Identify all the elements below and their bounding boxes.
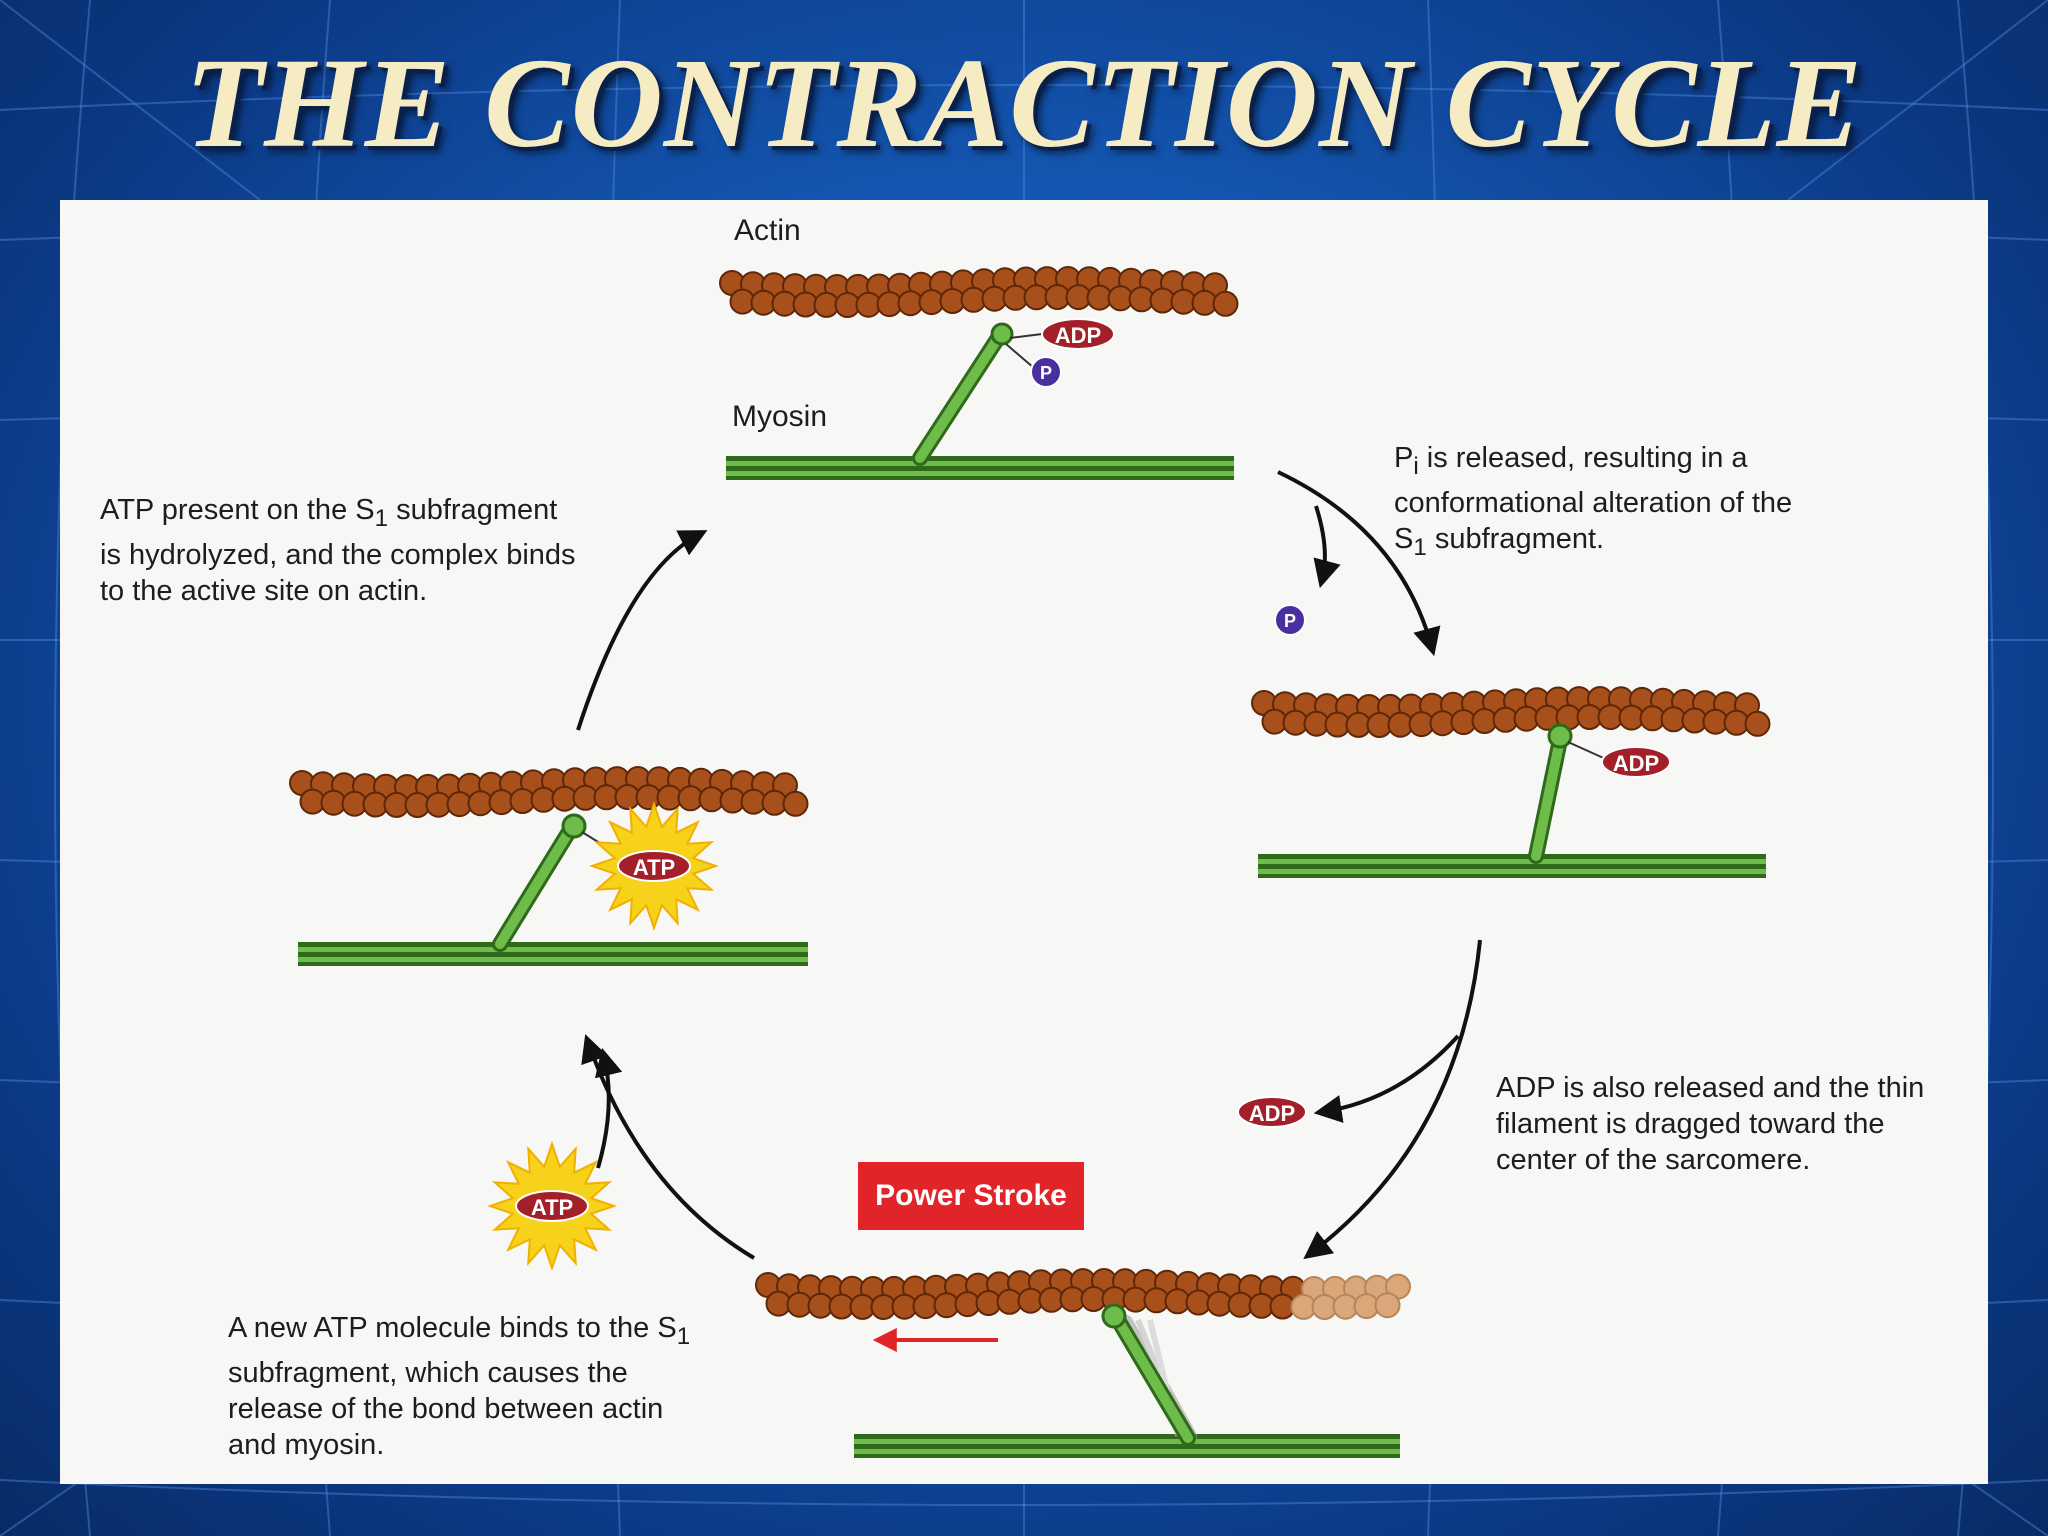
phosphate-circle: P: [1030, 356, 1062, 388]
myosin-label: Myosin: [732, 400, 828, 433]
stage-right: ADP: [1251, 686, 1771, 878]
diagram-panel: ADP P ADP: [60, 200, 1988, 1484]
actin-filament: [755, 1268, 1411, 1320]
released-adp: ADP: [1237, 1096, 1307, 1128]
contraction-cycle-diagram: ADP P ADP: [289, 266, 1771, 1458]
released-phosphate: P: [1274, 604, 1306, 636]
svg-text:ATP: ATP: [633, 855, 675, 880]
arrow-bottom-to-left: [581, 1034, 756, 1260]
stage-bottom: [755, 1268, 1411, 1458]
actin-filament: [289, 766, 809, 818]
actin-label: Actin: [734, 214, 801, 247]
arrow-adp-branch: [1313, 1034, 1460, 1123]
myosin-thick-filament: [854, 1434, 1400, 1458]
svg-text:ADP: ADP: [1249, 1101, 1295, 1126]
svg-text:P: P: [1040, 363, 1052, 383]
actin-filament: [719, 266, 1239, 318]
stage-left: ATP: [289, 766, 809, 966]
adp-pill: ADP: [1041, 318, 1115, 350]
arrow-top-to-right: [1277, 470, 1441, 657]
power-stroke-badge: Power Stroke: [858, 1162, 1084, 1230]
arrow-right-to-bottom: [1303, 939, 1482, 1260]
actin-filament: [1251, 686, 1771, 738]
caption-step-binding: ATP present on the S1 subfragment is hyd…: [100, 494, 576, 607]
myosin-thick-filament: [298, 942, 808, 966]
cycle-arrows: [576, 470, 1482, 1260]
arrow-pi-branch: [1313, 505, 1341, 589]
atp-star: ATP: [588, 800, 720, 932]
caption-step-atp-binds: A new ATP molecule binds to the S1 subfr…: [228, 1312, 691, 1461]
svg-text:ADP: ADP: [1055, 323, 1101, 348]
svg-text:P: P: [1284, 611, 1296, 631]
arrow-left-to-top: [576, 530, 708, 731]
svg-text:ATP: ATP: [531, 1195, 573, 1220]
slide-title: THE CONTRACTION CYCLE: [184, 32, 1864, 174]
myosin-thick-filament: [726, 456, 1234, 480]
arrow-atp-branch: [594, 1047, 623, 1169]
adp-pill: ADP: [1601, 746, 1671, 778]
svg-text:ADP: ADP: [1613, 751, 1659, 776]
caption-step-pi-release: Pi is released, resulting in a conformat…: [1394, 442, 1793, 561]
stage-top: ADP P: [719, 266, 1239, 480]
free-atp-star: ATP: [486, 1140, 618, 1272]
caption-step-adp-release: ADP is also released and the thin filame…: [1496, 1072, 1925, 1176]
myosin-thick-filament: [1258, 854, 1766, 878]
